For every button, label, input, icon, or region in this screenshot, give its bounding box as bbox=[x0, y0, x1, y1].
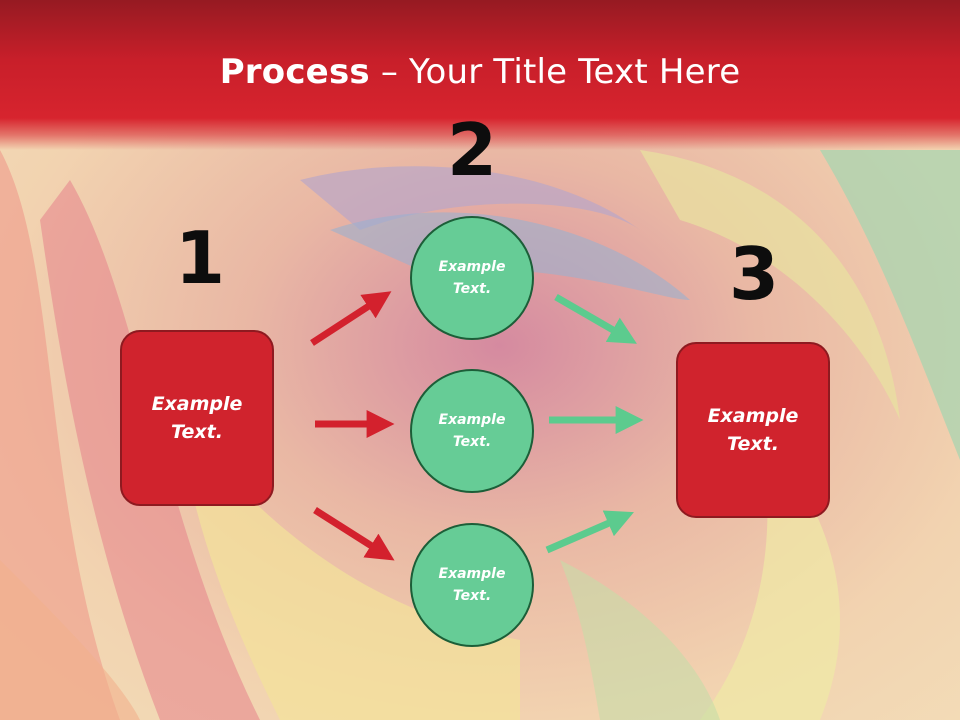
green-arrow-down bbox=[554, 293, 637, 344]
green-arrow-up bbox=[545, 510, 634, 554]
step-2-circle-middle: Example Text. bbox=[410, 369, 534, 493]
red-arrow-up bbox=[310, 291, 392, 346]
circle-bottom-text: Example Text. bbox=[438, 565, 506, 604]
circle-top-text: Example Text. bbox=[438, 258, 506, 297]
slide-title: Process – Your Title Text Here bbox=[0, 52, 960, 92]
title-bar bbox=[0, 0, 960, 150]
step-2-circle-bottom: Example Text. bbox=[410, 523, 534, 647]
step-1-box: Example Text. bbox=[120, 330, 274, 506]
step-3-box-text: Example Text. bbox=[707, 404, 799, 456]
title-rest: – Your Title Text Here bbox=[369, 52, 741, 92]
red-arrow-down bbox=[313, 507, 395, 561]
circle-middle-text: Example Text. bbox=[438, 411, 506, 450]
step-1-box-text: Example Text. bbox=[151, 392, 243, 444]
step-number-2: 2 bbox=[446, 108, 498, 192]
step-3-box: Example Text. bbox=[676, 342, 830, 518]
title-bold: Process bbox=[219, 52, 370, 92]
step-number-3: 3 bbox=[728, 232, 780, 316]
step-2-circle-top: Example Text. bbox=[410, 216, 534, 340]
step-number-1: 1 bbox=[174, 216, 226, 300]
